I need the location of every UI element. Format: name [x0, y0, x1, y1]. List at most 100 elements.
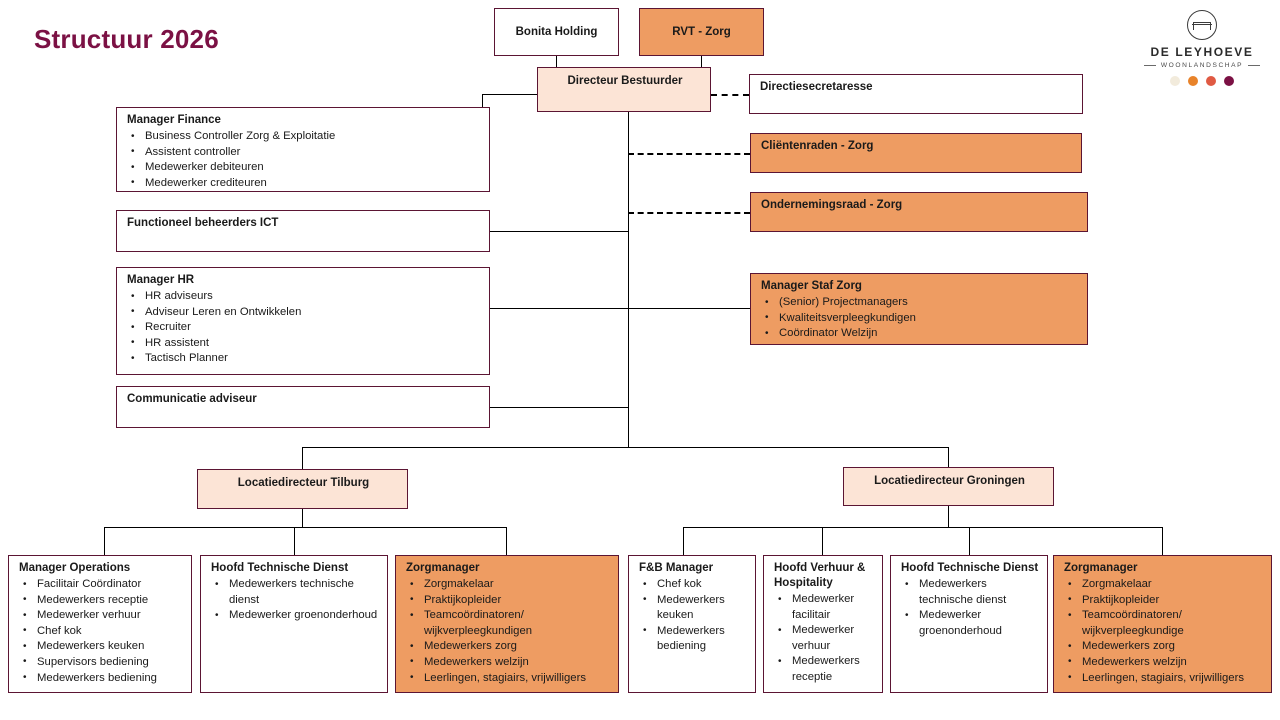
list-item: Praktijkopleider	[1064, 592, 1263, 609]
list-item: Medewerkers zorg	[406, 639, 610, 655]
logo-subtitle: WOONLANDSCHAP	[1160, 62, 1244, 69]
list-item: Zorgmakelaar	[406, 577, 610, 593]
list-item: Medewerker crediteuren	[127, 175, 481, 191]
node-directeur-bestuurder[interactable]: Directeur Bestuurder	[537, 67, 711, 112]
node-directiesecretaresse[interactable]: Directiesecretaresse	[749, 74, 1083, 114]
node-locatiedirecteur-tilburg-label: Locatiedirecteur Tilburg	[237, 477, 370, 489]
node-hoofd-verhuur-hospitality-items: Medewerker facilitairMedewerker verhuurM…	[774, 591, 874, 686]
node-locatiedirecteur-groningen-label: Locatiedirecteur Groningen	[874, 475, 1025, 487]
node-hoofd-technische-dienst-groningen[interactable]: Hoofd Technische Dienst Medewerkers tech…	[890, 555, 1048, 693]
list-item: (Senior) Projectmanagers	[761, 295, 1079, 311]
list-item: Medewerkers bediening	[639, 623, 747, 655]
node-hoofd-technische-dienst-tilburg[interactable]: Hoofd Technische Dienst Medewerkers tech…	[200, 555, 388, 693]
connector-dashed-clientenraden	[628, 153, 750, 155]
node-manager-finance-title: Manager Finance	[127, 114, 221, 126]
list-item: Medewerkers keuken	[19, 639, 183, 655]
list-item: Medewerkers receptie	[19, 592, 183, 609]
list-item: Teamcoördinatoren/ wijkverpleegkundigen	[406, 608, 610, 639]
node-manager-hr[interactable]: Manager HR HR adviseursAdviseur Leren en…	[116, 267, 490, 375]
node-zorgmanager-groningen-title: Zorgmanager	[1064, 562, 1138, 574]
connector-communicatie-to-spine	[490, 407, 629, 408]
node-zorgmanager-tilburg[interactable]: Zorgmanager ZorgmakelaarPraktijkopleider…	[395, 555, 619, 693]
node-manager-finance-items: Business Controller Zorg & ExploitatieAs…	[127, 129, 481, 191]
node-zorgmanager-groningen[interactable]: Zorgmanager ZorgmakelaarPraktijkopleider…	[1053, 555, 1272, 693]
list-item: Kwaliteitsverpleegkundigen	[761, 310, 1079, 327]
list-item: Medewerkers keuken	[639, 592, 747, 624]
node-hoofd-verhuur-hospitality[interactable]: Hoofd Verhuur & Hospitality Medewerker f…	[763, 555, 883, 693]
node-manager-hr-title: Manager HR	[127, 274, 195, 286]
connector-groningen-drop-fb	[683, 527, 684, 555]
connector-bonita-to-directeur	[556, 56, 557, 72]
list-item: Praktijkopleider	[406, 592, 610, 609]
list-item: Teamcoördinatoren/ wijkverpleegkundige	[1064, 608, 1263, 639]
connector-tilburg-down	[302, 509, 303, 527]
connector-directeur-left-h	[482, 94, 537, 95]
node-rvt-zorg[interactable]: RVT - Zorg	[639, 8, 764, 56]
logo-dots	[1170, 76, 1234, 86]
node-hoofd-technische-dienst-groningen-items: Medewerkers technische dienstMedewerker …	[901, 576, 1039, 639]
node-zorgmanager-tilburg-items: ZorgmakelaarPraktijkopleiderTeamcoördina…	[406, 577, 610, 686]
node-locatiedirecteur-tilburg[interactable]: Locatiedirecteur Tilburg	[197, 469, 408, 509]
list-item: Coördinator Welzijn	[761, 326, 1079, 342]
list-item: Adviseur Leren en Ontwikkelen	[127, 304, 481, 321]
connector-tilburg-drop-techniek	[294, 527, 295, 555]
list-item: Medewerkers welzijn	[1064, 654, 1263, 671]
connector-dashed-directiesecretaresse	[711, 94, 749, 96]
node-ondernemingsraad-zorg[interactable]: Ondernemingsraad - Zorg	[750, 192, 1088, 232]
connector-dashed-ondernemingsraad	[628, 212, 750, 214]
node-locatiedirecteur-groningen[interactable]: Locatiedirecteur Groningen	[843, 467, 1054, 506]
node-zorgmanager-tilburg-title: Zorgmanager	[406, 562, 480, 574]
list-item: Medewerker debiteuren	[127, 160, 481, 176]
node-manager-hr-items: HR adviseursAdviseur Leren en Ontwikkele…	[127, 289, 481, 367]
connector-groningen-drop-zorgmanager	[1162, 527, 1163, 555]
node-hoofd-technische-dienst-tilburg-items: Medewerkers technische dienstMedewerker …	[211, 576, 379, 624]
list-item: Medewerker groenonderhoud	[901, 608, 1039, 639]
node-communicatie-adviseur-title: Communicatie adviseur	[127, 393, 257, 405]
node-fb-manager-items: Chef kokMedewerkers keukenMedewerkers be…	[639, 577, 747, 655]
list-item: HR adviseurs	[127, 289, 481, 305]
node-hoofd-technische-dienst-tilburg-title: Hoofd Technische Dienst	[211, 562, 349, 574]
connector-spine-to-staf-zorg	[628, 308, 750, 309]
list-item: Zorgmakelaar	[1064, 577, 1263, 593]
node-fb-manager-title: F&B Manager	[639, 562, 714, 574]
node-manager-staf-zorg[interactable]: Manager Staf Zorg (Senior) Projectmanage…	[750, 273, 1088, 345]
connector-tilburg-drop-operations	[104, 527, 105, 555]
node-bonita-holding-label: Bonita Holding	[515, 26, 598, 38]
connector-tilburg-bar	[104, 527, 507, 528]
node-clientenraden-zorg[interactable]: Cliëntenraden - Zorg	[750, 133, 1082, 173]
node-manager-operations[interactable]: Manager Operations Facilitair Coördinato…	[8, 555, 192, 693]
list-item: Tactisch Planner	[127, 351, 481, 367]
list-item: Medewerkers technische dienst	[901, 576, 1039, 608]
list-item: Facilitair Coördinator	[19, 577, 183, 593]
list-item: Leerlingen, stagiairs, vrijwilligers	[1064, 670, 1263, 687]
node-manager-staf-zorg-items: (Senior) ProjectmanagersKwaliteitsverple…	[761, 295, 1079, 342]
company-logo: DE LEYHOEVE WOONLANDSCHAP	[1138, 4, 1266, 88]
node-functioneel-beheerders-ict[interactable]: Functioneel beheerders ICT	[116, 210, 490, 252]
connector-groningen-drop-techniek	[969, 527, 970, 555]
connector-directeur-main-spine	[628, 112, 629, 448]
node-bonita-holding[interactable]: Bonita Holding	[494, 8, 619, 56]
list-item: Chef kok	[19, 623, 183, 640]
logo-subtitle-row: WOONLANDSCHAP	[1143, 62, 1261, 69]
bench-in-circle-icon	[1187, 10, 1217, 40]
list-item: Assistent controller	[127, 144, 481, 161]
list-item: HR assistent	[127, 335, 481, 352]
list-item: Supervisors bediening	[19, 654, 183, 671]
node-ondernemingsraad-zorg-label: Ondernemingsraad - Zorg	[761, 199, 903, 211]
node-fb-manager[interactable]: F&B Manager Chef kokMedewerkers keukenMe…	[628, 555, 756, 693]
list-item: Medewerkers technische dienst	[211, 576, 379, 608]
connector-hr-to-spine	[490, 308, 629, 309]
connector-locatie-groningen-drop	[948, 447, 949, 467]
list-item: Medewerker verhuur	[774, 623, 874, 654]
list-item: Medewerkers receptie	[774, 654, 874, 685]
list-item: Medewerkers zorg	[1064, 639, 1263, 655]
connector-groningen-drop-verhuur	[822, 527, 823, 555]
connector-ict-to-spine	[490, 231, 629, 232]
node-manager-finance[interactable]: Manager Finance Business Controller Zorg…	[116, 107, 490, 192]
node-communicatie-adviseur[interactable]: Communicatie adviseur	[116, 386, 490, 428]
node-clientenraden-zorg-label: Cliëntenraden - Zorg	[761, 140, 874, 152]
connector-tilburg-drop-zorgmanager	[506, 527, 507, 555]
node-zorgmanager-groningen-items: ZorgmakelaarPraktijkopleiderTeamcoördina…	[1064, 577, 1263, 686]
node-manager-staf-zorg-title: Manager Staf Zorg	[761, 280, 862, 292]
